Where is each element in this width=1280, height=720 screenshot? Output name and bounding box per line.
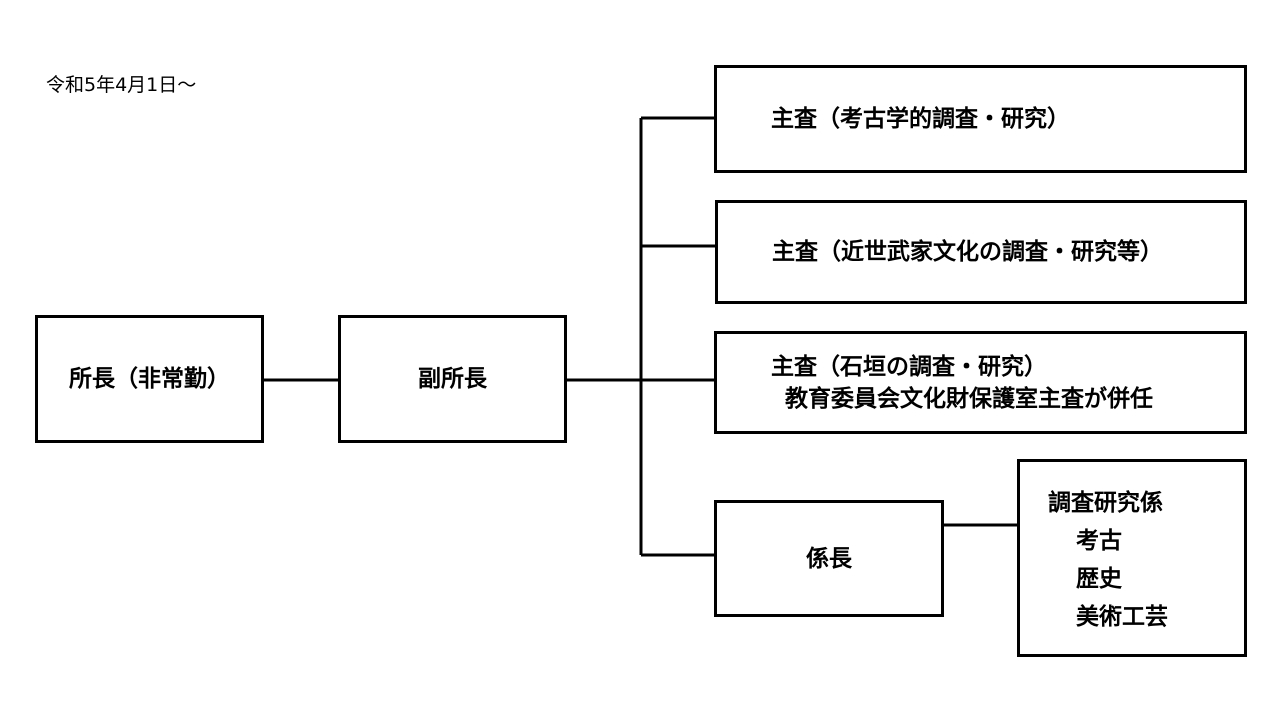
chief2-label: 主査（近世武家文化の調査・研究等） [772,239,1163,265]
director-box: 所長（非常勤） [35,315,264,443]
vice-director-box: 副所長 [338,315,567,443]
director-label: 所長（非常勤） [69,366,230,392]
effective-date: 令和5年4月1日～ [46,74,197,96]
research-item-archaeology: 考古 [1076,528,1122,554]
section-chief-label: 係長 [806,545,852,572]
chief3-label-line1: 主査（石垣の調査・研究） [771,353,1047,380]
chief2-box: 主査（近世武家文化の調査・研究等） [715,200,1247,304]
research-item-history: 歴史 [1076,566,1122,592]
vice-director-label: 副所長 [418,366,487,392]
section-chief-box: 係長 [714,500,944,617]
chief3-box: 主査（石垣の調査・研究） 教育委員会文化財保護室主査が併任 [714,331,1247,434]
research-section-title: 調査研究係 [1048,490,1163,516]
research-section-box: 調査研究係 考古 歴史 美術工芸 [1017,459,1247,657]
chief1-box: 主査（考古学的調査・研究） [714,65,1247,173]
chief3-label-line2: 教育委員会文化財保護室主査が併任 [785,385,1153,412]
chief1-label: 主査（考古学的調査・研究） [771,106,1070,132]
research-item-fine-arts: 美術工芸 [1076,604,1168,630]
